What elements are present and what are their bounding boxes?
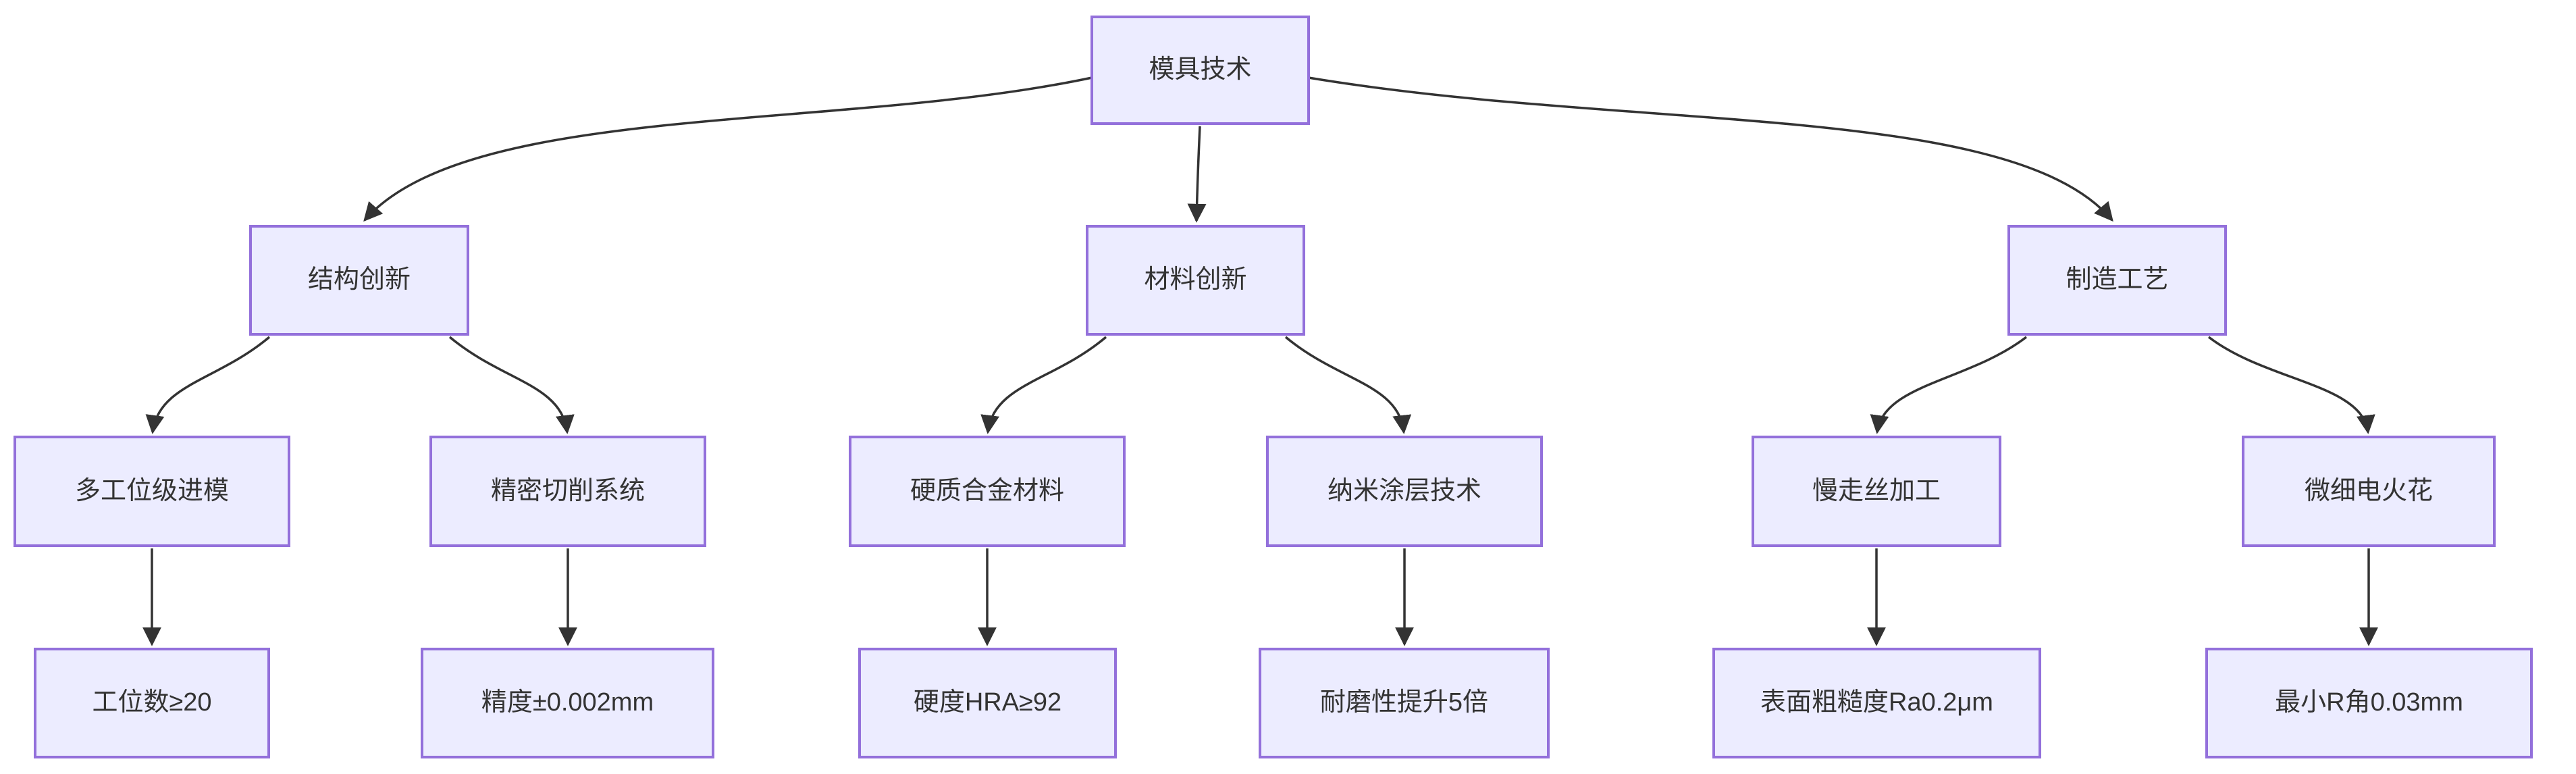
edge-process-wireedm: [1870, 336, 2028, 434]
node-mold-technology: 模具技术: [1090, 16, 1310, 125]
node-surface-roughness-metric: 表面粗糙度Ra0.2μm: [1712, 648, 2041, 758]
node-structural-innovation-label: 结构创新: [307, 265, 411, 294]
node-wear-resistance-metric-label: 耐磨性提升5倍: [1319, 688, 1489, 717]
node-accuracy-metric-label: 精度±0.002mm: [481, 688, 654, 717]
node-wire-edm: 慢走丝加工: [1752, 436, 2001, 547]
node-material-innovation: 材料创新: [1086, 225, 1305, 336]
node-material-innovation-label: 材料创新: [1144, 265, 1247, 294]
node-nano-coating: 纳米涂层技术: [1266, 436, 1543, 547]
node-hardness-metric: 硬度HRA≥92: [858, 648, 1117, 758]
node-multi-station-die: 多工位级进模: [14, 436, 290, 547]
node-hardness-metric-label: 硬度HRA≥92: [913, 688, 1062, 717]
node-wear-resistance-metric: 耐磨性提升5倍: [1259, 648, 1550, 758]
node-precision-cutting-system: 精密切削系统: [429, 436, 706, 547]
edge-root-material: [1187, 126, 1207, 223]
node-wire-edm-label: 慢走丝加工: [1812, 476, 1941, 505]
edge-structure-multistation: [145, 336, 271, 434]
node-carbide-material: 硬质合金材料: [849, 436, 1126, 547]
node-nano-coating-label: 纳米涂层技术: [1327, 476, 1481, 505]
node-micro-edm: 微细电火花: [2242, 436, 2496, 547]
node-min-radius-metric: 最小R角0.03mm: [2205, 648, 2533, 758]
node-micro-edm-label: 微细电火花: [2304, 476, 2433, 505]
node-station-count-metric-label: 工位数≥20: [92, 688, 212, 717]
node-multi-station-die-label: 多工位级进模: [74, 476, 229, 505]
edge-process-microedm: [2207, 336, 2375, 434]
edge-root-structure: [363, 76, 1093, 222]
node-accuracy-metric: 精度±0.002mm: [421, 648, 714, 758]
node-mold-technology-label: 模具技术: [1149, 55, 1252, 84]
node-manufacturing-process-label: 制造工艺: [2066, 265, 2169, 294]
edge-material-carbide: [980, 336, 1107, 434]
node-surface-roughness-metric-label: 表面粗糙度Ra0.2μm: [1760, 688, 1993, 717]
edge-structure-precision: [448, 336, 575, 434]
node-carbide-material-label: 硬质合金材料: [910, 476, 1064, 505]
node-structural-innovation: 结构创新: [249, 225, 469, 336]
node-precision-cutting-system-label: 精密切削系统: [490, 476, 645, 505]
edge-root-process: [1308, 76, 2113, 222]
node-station-count-metric: 工位数≥20: [34, 648, 270, 758]
node-min-radius-metric-label: 最小R角0.03mm: [2275, 688, 2463, 717]
edge-material-nano: [1284, 336, 1412, 434]
node-manufacturing-process: 制造工艺: [2007, 225, 2227, 336]
